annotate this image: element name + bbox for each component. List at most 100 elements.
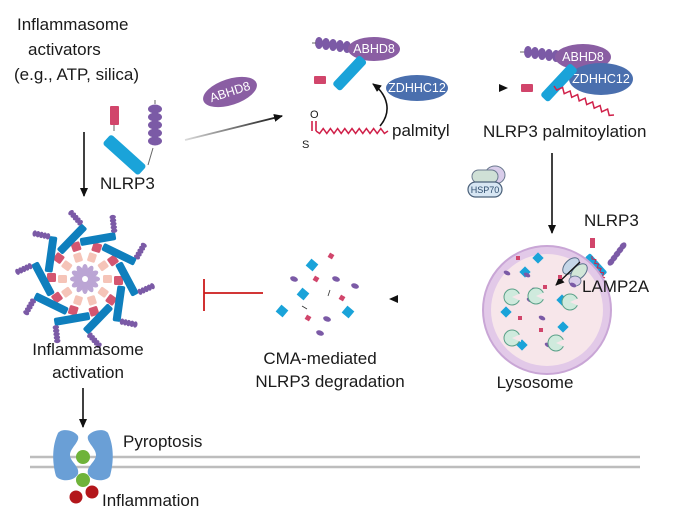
cell-membrane [30,455,640,469]
lrr-tail [32,230,51,240]
palmityl-chain-attached [553,85,615,117]
inflammasome-line2: activation [52,363,124,382]
lrr-bead [52,325,60,330]
asc-dark [67,305,79,316]
inflammasome-arm [23,261,67,316]
lrr-chain [312,37,351,53]
cytokine-red-1 [69,490,83,504]
protease-notch [570,298,579,306]
fragment-nacht [275,304,289,318]
asc-light [87,252,97,263]
fragment-pyd [516,256,520,260]
lrr-tail [23,298,36,316]
fragment-pyd [558,275,562,279]
asc-light [103,275,112,283]
lrr-bead [32,230,37,237]
inflammasome-arm [83,295,138,334]
gsdmd-pore [53,430,113,504]
inflammasome-arm [97,214,137,272]
nacht-arm [57,224,87,254]
inhibition-symbol [203,279,263,311]
fragment-lrr [323,316,331,322]
fragment-pyd [312,275,320,283]
lrr-tail [134,242,147,260]
asc-light [73,295,83,306]
protease-notch [512,293,521,301]
zdhhc12-label: ZDHHC12 [388,81,446,95]
lrr-tail [109,214,118,233]
caspase-core [70,264,100,294]
fragment-linker [327,289,331,297]
inflammasome-arm [53,295,102,349]
activators-line1: Inflammasome [17,15,128,34]
lysosome: LAMP2A Lysosome [482,245,650,392]
abhd8-complex-label: ABHD8 [353,42,395,56]
nlrp3-lrr-domain [148,100,162,146]
nacht-arm [79,232,117,246]
cma-line2: NLRP3 degradation [255,372,404,391]
lrr-chain-2 [520,46,560,62]
fragment-pyd [543,285,547,289]
lrr-bead [68,209,74,216]
lrr-bead [54,338,61,344]
activators-line3: (e.g., ATP, silica) [14,65,139,84]
lrr-bead [15,268,20,275]
pyd-domain-2 [521,84,533,92]
fragment-lrr [290,276,298,282]
fragment-pyd [518,316,522,320]
fragment-lrr [351,283,359,289]
fragment-nacht [341,305,355,319]
asc-light [87,295,97,306]
fragment-lrr [316,330,324,336]
inflammasome-arm [68,209,117,263]
asc-light [97,286,109,298]
lrr-bead [110,221,117,227]
nacht-arm [33,292,69,315]
thioester-o: O [310,109,319,121]
palmitoylation-label: NLRP3 palmitoylation [483,122,646,141]
palmityl-chain [315,127,389,135]
pyroptosis-label: Pyroptosis [123,432,202,451]
asc-light [61,286,73,298]
fragment-lrr [538,315,546,321]
lrr-bead [109,218,117,223]
cma-degradation-label: CMA-mediated NLRP3 degradation [255,349,404,391]
lrr-tail [15,263,33,275]
asc-dark [107,254,119,267]
fragment-lrr [523,272,531,278]
lrr-bead [150,283,155,290]
lrr-bead [23,310,30,316]
inflammasome-arm [103,242,147,297]
lrr-tail [137,283,155,295]
palmityl-label: palmityl [392,121,450,140]
inflammasome-complex [15,209,155,349]
nlrp3-at-lysosome: NLRP3 [584,211,639,279]
zdhhc12-enzyme: ZDHHC12 [386,75,448,101]
zdhhc12-palm-pill [569,63,633,95]
fragment-pyd [327,252,335,260]
nacht-arm [44,236,58,273]
activators-label: Inflammasome activators (e.g., ATP, sili… [14,15,139,84]
nlrp3-label: NLRP3 [100,174,155,193]
hsp70-label: HSP70 [471,185,500,195]
lrr-tail [87,332,102,349]
inflammasome-arm [15,236,73,275]
lrr-bead [140,242,147,248]
fragment-pyd [338,294,346,302]
lrr-bead [53,328,60,333]
fragment-nacht [500,306,512,318]
fragment-nacht [557,321,569,333]
nlrp3-lyso-label: NLRP3 [584,211,639,230]
lrr-tail [52,325,61,344]
asc-light [58,275,67,283]
nacht-domain [333,55,367,91]
lrr-tail [68,209,83,226]
palmityl-transfer-arrow [372,83,388,127]
pyd-domain [314,76,326,84]
asc-dark [53,252,65,264]
cytokine-green-2 [76,473,90,487]
fragment-nacht [296,287,310,301]
zdhhc12-palm-label: ZDHHC12 [572,72,630,86]
nlrp3-pyd-domain [110,106,119,125]
palmityl-group: O S palmityl [302,109,450,151]
